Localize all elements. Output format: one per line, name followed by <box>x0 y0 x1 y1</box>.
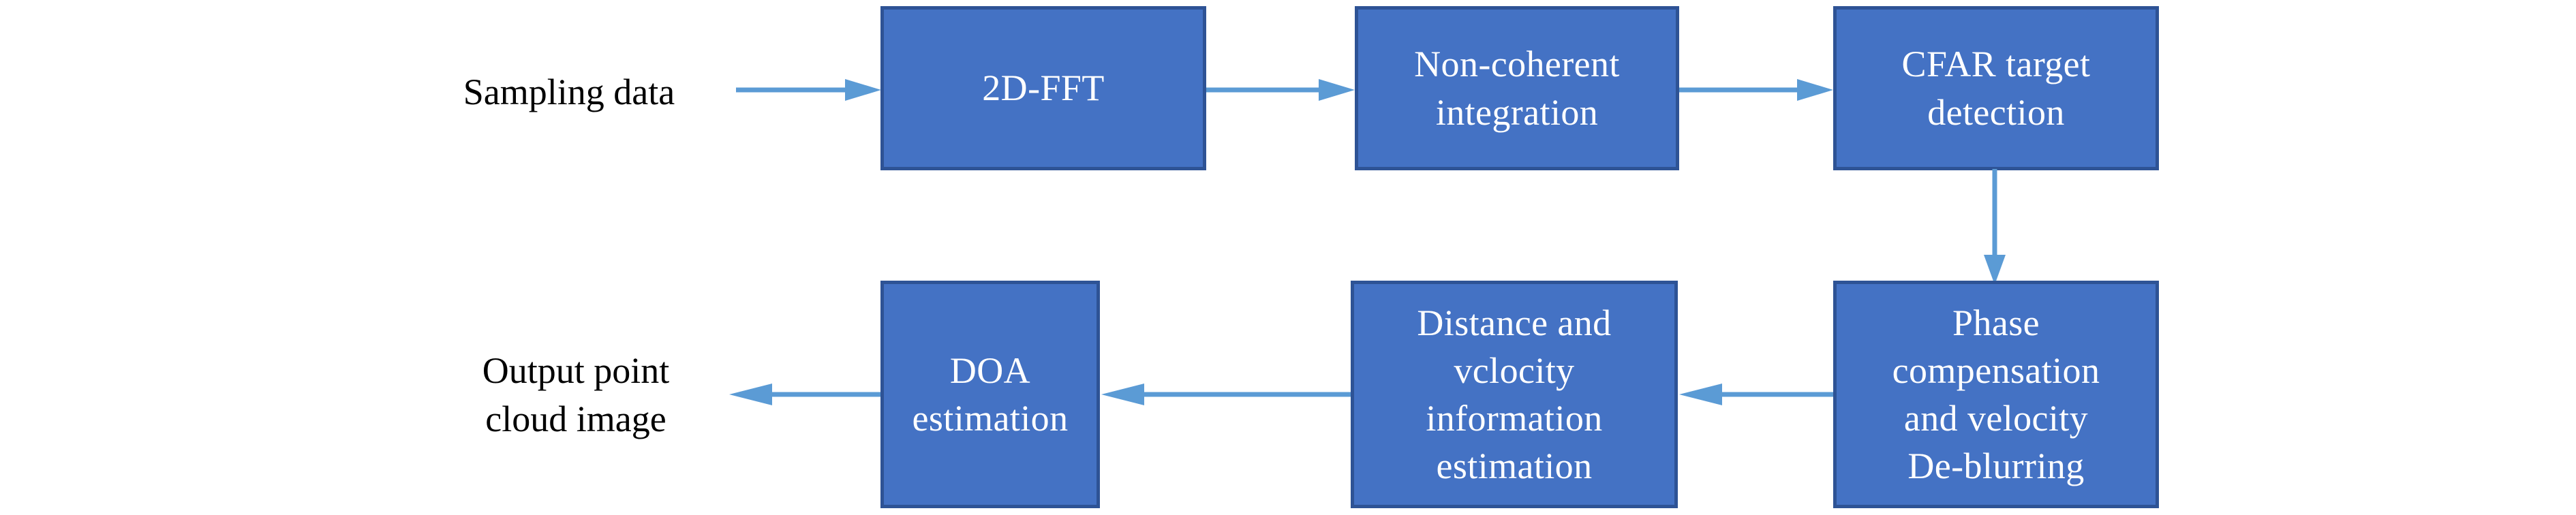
arrow-noncoherent-to-cfar <box>1679 78 1835 102</box>
label-sampling-data-text: Sampling data <box>463 72 675 113</box>
node-2d-fft[interactable]: 2D-FFT <box>880 6 1206 170</box>
arrow-sampling-to-fft <box>736 78 883 102</box>
node-phase-compensation[interactable]: Phase compensation and velocity De-blurr… <box>1833 281 2159 508</box>
node-2d-fft-label: 2D-FFT <box>982 67 1105 109</box>
node-distance-velocity[interactable]: Distance and vclocity information estima… <box>1351 281 1678 508</box>
node-doa[interactable]: DOA estimation <box>880 281 1100 508</box>
arrow-doa-to-output <box>728 382 885 407</box>
node-phase-compensation-label: Phase compensation and velocity De-blurr… <box>1892 302 2100 487</box>
node-distance-velocity-label: Distance and vclocity information estima… <box>1417 302 1612 487</box>
arrow-fft-to-noncoherent <box>1206 78 1356 102</box>
arrow-cfar-to-phase <box>1981 169 2008 286</box>
node-non-coherent-label: Non-coherent integration <box>1414 44 1620 133</box>
arrow-phase-to-distance <box>1678 382 1835 407</box>
label-sampling-data: Sampling data <box>409 65 729 120</box>
node-cfar-label: CFAR target detection <box>1901 44 2091 133</box>
node-cfar[interactable]: CFAR target detection <box>1833 6 2159 170</box>
label-output-point-cloud-image-text: Output point cloud image <box>482 349 670 439</box>
arrow-distance-to-doa <box>1100 382 1352 407</box>
node-doa-label: DOA estimation <box>912 349 1069 439</box>
node-non-coherent[interactable]: Non-coherent integration <box>1355 6 1679 170</box>
label-output-point-cloud-image: Output point cloud image <box>423 344 729 446</box>
